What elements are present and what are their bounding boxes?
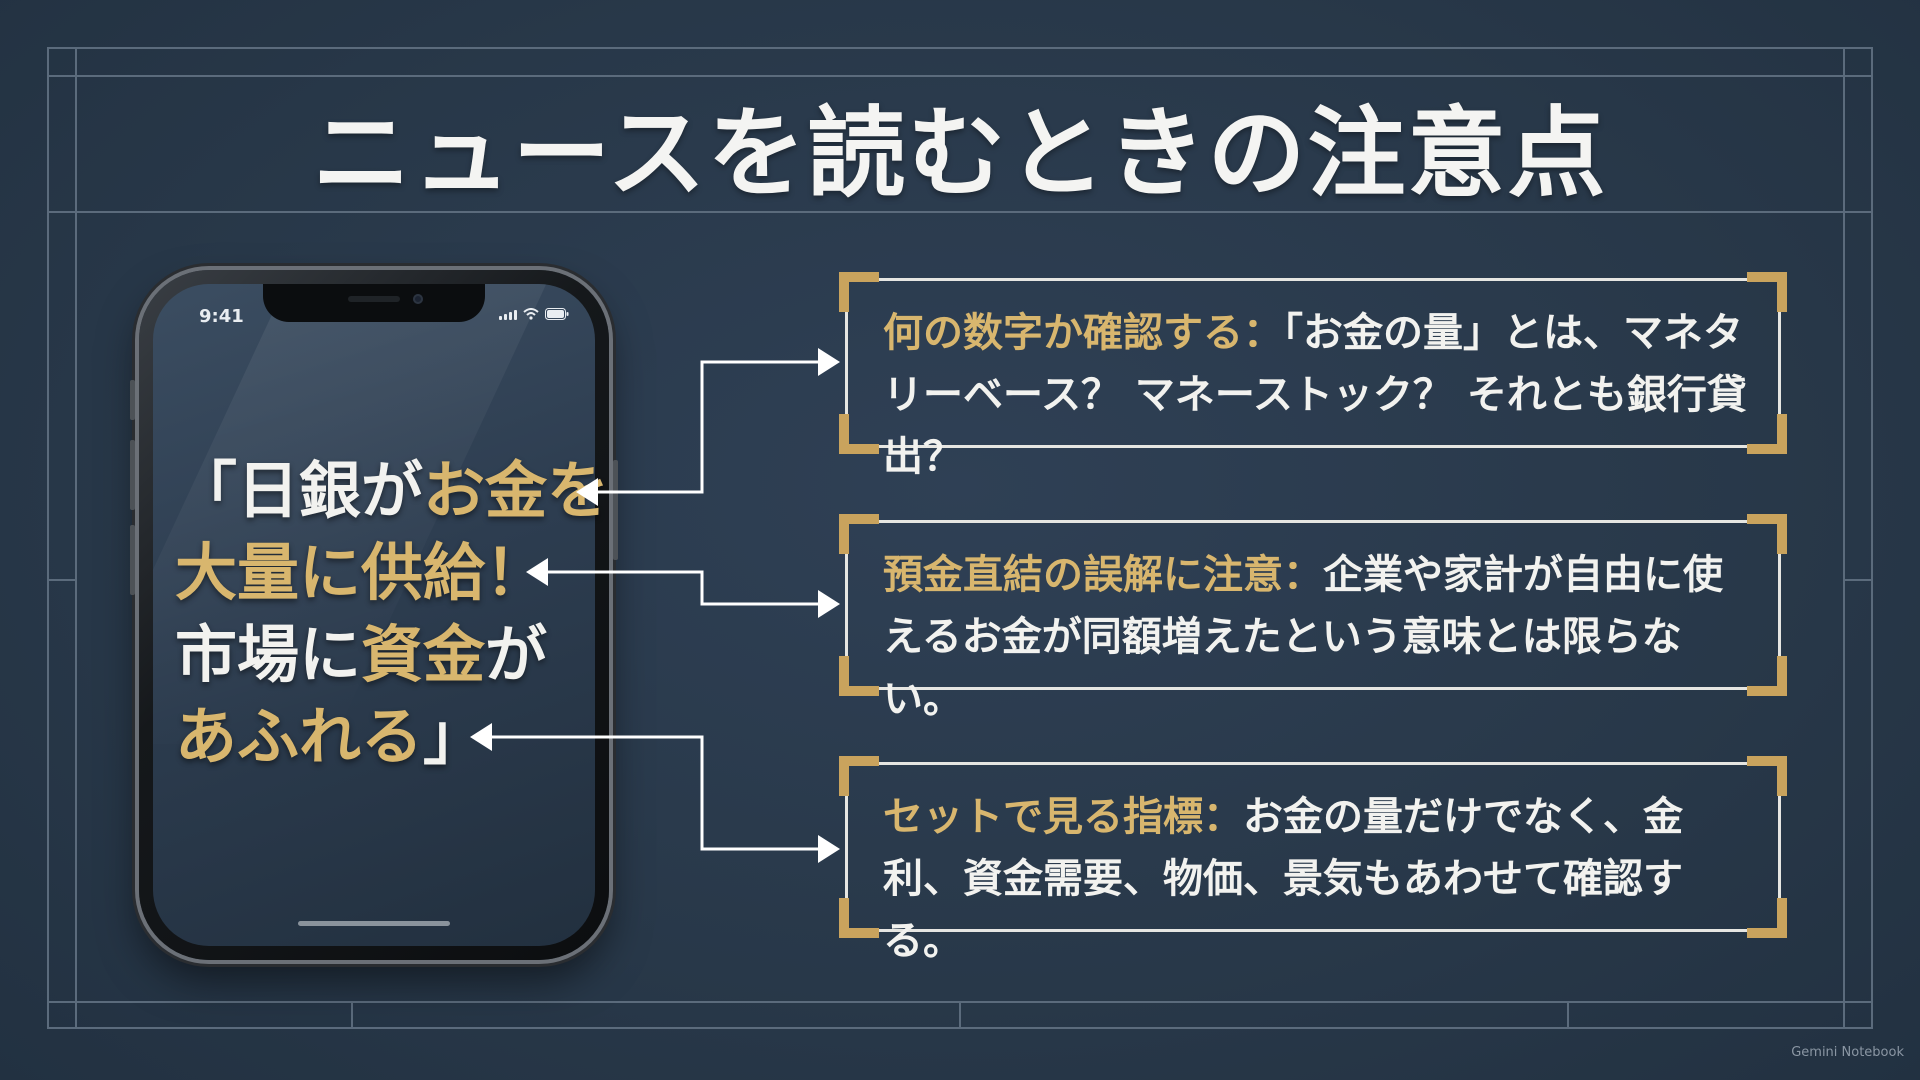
- note-border: [845, 762, 1781, 932]
- headline-segment: 「日銀が: [175, 454, 424, 527]
- signal-icon: [499, 310, 517, 320]
- corner-ornament: [839, 414, 879, 454]
- note-border: [845, 278, 1781, 448]
- note-body: お金の量だけでなく、金利、資金需要、物価、景気もあわせて確認する。: [883, 794, 1683, 964]
- arrow-to-note-2: [540, 570, 835, 606]
- watermark: Gemini Notebook: [1791, 1045, 1904, 1060]
- phone-side-button: [130, 380, 135, 420]
- corner-ornament: [1747, 514, 1787, 554]
- note-text: セットで見る指標：お金の量だけでなく、金利、資金需要、物価、景気もあわせて確認す…: [883, 786, 1753, 972]
- phone-volume-up-button: [130, 440, 135, 510]
- corner-ornament: [1747, 898, 1787, 938]
- speaker-grille: [348, 296, 400, 302]
- note-label: 何の数字か確認する：: [883, 310, 1283, 356]
- home-indicator: [298, 921, 450, 926]
- status-time: 9:41: [199, 306, 244, 327]
- status-icons: [499, 308, 569, 320]
- note-text: 預金直結の誤解に注意：企業や家計が自由に使えるお金が同額増えたという意味とは限ら…: [883, 544, 1753, 730]
- smartphone: 9:41: [130, 270, 618, 960]
- arrow-to-note-3: [484, 735, 835, 851]
- note-box-1: 何の数字か確認する：「お金の量」とは、マネタリーベース？ マネーストック？ それ…: [839, 272, 1787, 480]
- news-headline: 「日銀がお金を大量に供給！市場に資金があふれる」: [175, 450, 609, 778]
- headline-segment: 市場に: [175, 618, 362, 691]
- note-label: セットで見る指標：: [883, 794, 1243, 840]
- headline-segment: 大量に供給！: [175, 536, 548, 609]
- note-body: 企業や家計が自由に使えるお金が同額増えたという意味とは限らない。: [883, 552, 1723, 722]
- corner-ornament: [839, 756, 879, 796]
- corner-ornament: [1747, 756, 1787, 796]
- front-camera: [413, 294, 423, 304]
- phone-power-button: [613, 460, 618, 560]
- corner-ornament: [1747, 272, 1787, 312]
- note-text: 何の数字か確認する：「お金の量」とは、マネタリーベース？ マネーストック？ それ…: [883, 302, 1753, 488]
- corner-ornament: [839, 514, 879, 554]
- note-box-3: セットで見る指標：お金の量だけでなく、金利、資金需要、物価、景気もあわせて確認す…: [839, 756, 1787, 964]
- headline-segment: お金を: [423, 454, 610, 527]
- wifi-icon: [523, 308, 539, 320]
- note-box-2: 預金直結の誤解に注意：企業や家計が自由に使えるお金が同額増えたという意味とは限ら…: [839, 514, 1787, 722]
- corner-ornament: [1747, 656, 1787, 696]
- note-body: 「お金の量」とは、マネタリーベース？ マネーストック？ それとも銀行貸出？: [883, 310, 1747, 480]
- headline-segment: 資金: [361, 618, 486, 691]
- corner-ornament: [839, 656, 879, 696]
- headline-segment: あふれる: [175, 700, 424, 773]
- note-border: [845, 520, 1781, 690]
- headline-segment: が: [485, 618, 548, 691]
- phone-volume-down-button: [130, 525, 135, 595]
- battery-icon: [545, 308, 569, 320]
- page-title: ニュースを読むときの注意点: [312, 97, 1608, 211]
- phone-notch: [263, 284, 485, 322]
- corner-ornament: [1747, 414, 1787, 454]
- corner-ornament: [839, 898, 879, 938]
- corner-ornament: [839, 272, 879, 312]
- arrow-to-note-1: [590, 360, 835, 494]
- phone-screen: 9:41: [153, 284, 595, 946]
- note-label: 預金直結の誤解に注意：: [883, 552, 1323, 598]
